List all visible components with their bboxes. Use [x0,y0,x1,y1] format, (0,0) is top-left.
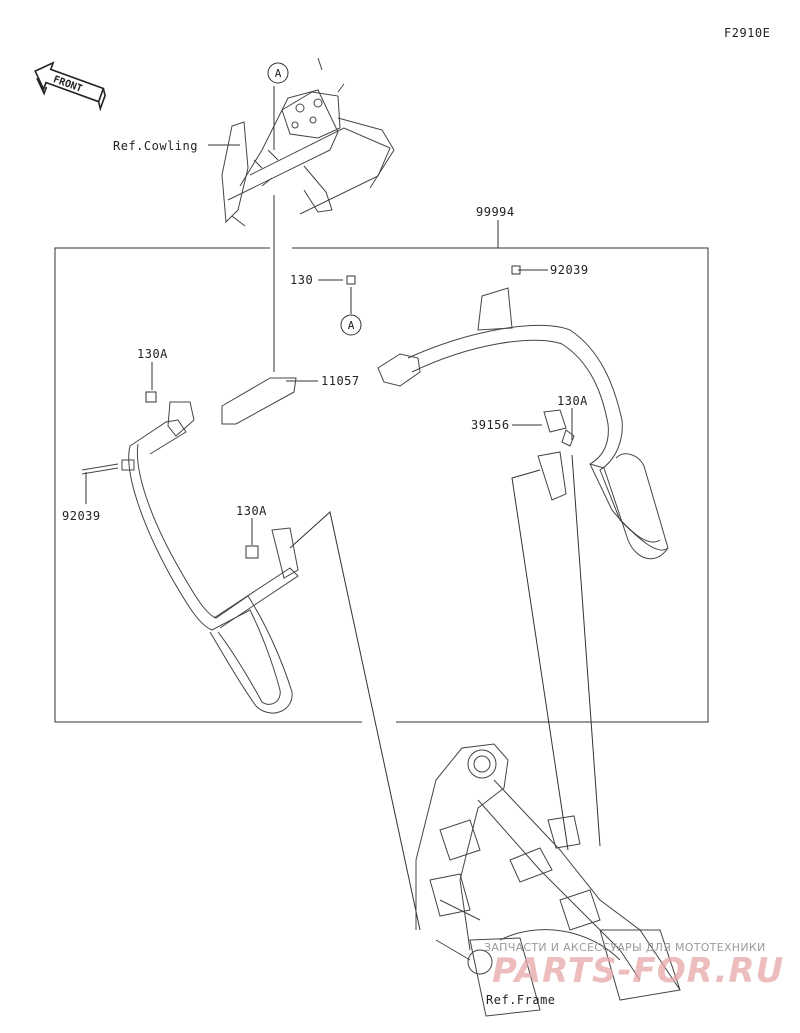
part-130a-left-mid-label: 130A [236,504,267,518]
part-39156-label: 39156 [471,418,510,432]
part-11057-label: 11057 [321,374,360,388]
figure-code: F2910E [724,26,771,40]
watermark-logo: PARTS-FOR.RU [492,951,785,991]
part-130-label: 130 [290,273,314,287]
part-99994-label: 99994 [476,205,515,219]
ref-frame-label: Ref.Frame [486,993,556,1007]
hardware [145,265,521,559]
guard-bar-left [81,377,299,714]
callout-a-top [267,62,289,84]
frame-sketch [415,743,681,1017]
part-130a-left-top-label: 130A [137,347,168,361]
cowling-bracket-sketch [221,57,395,227]
callout-a-top-label: A [275,67,282,80]
part-92039-left-label: 92039 [62,509,101,523]
callout-a-bottom-label: A [348,319,355,332]
ref-cowling-label: Ref.Cowling [113,139,198,153]
front-arrow-icon: FRONT [34,61,106,112]
part-92039-right-label: 92039 [550,263,589,277]
watermark-tagline: ЗАПЧАСТИ И АКСЕССУАРЫ ДЛЯ МОТОТЕХНИКИ [484,941,766,954]
guard-bar-right [377,287,669,560]
callout-a-bottom [340,314,362,336]
assembly-frame [54,247,362,723]
part-130a-right-label: 130A [557,394,588,408]
